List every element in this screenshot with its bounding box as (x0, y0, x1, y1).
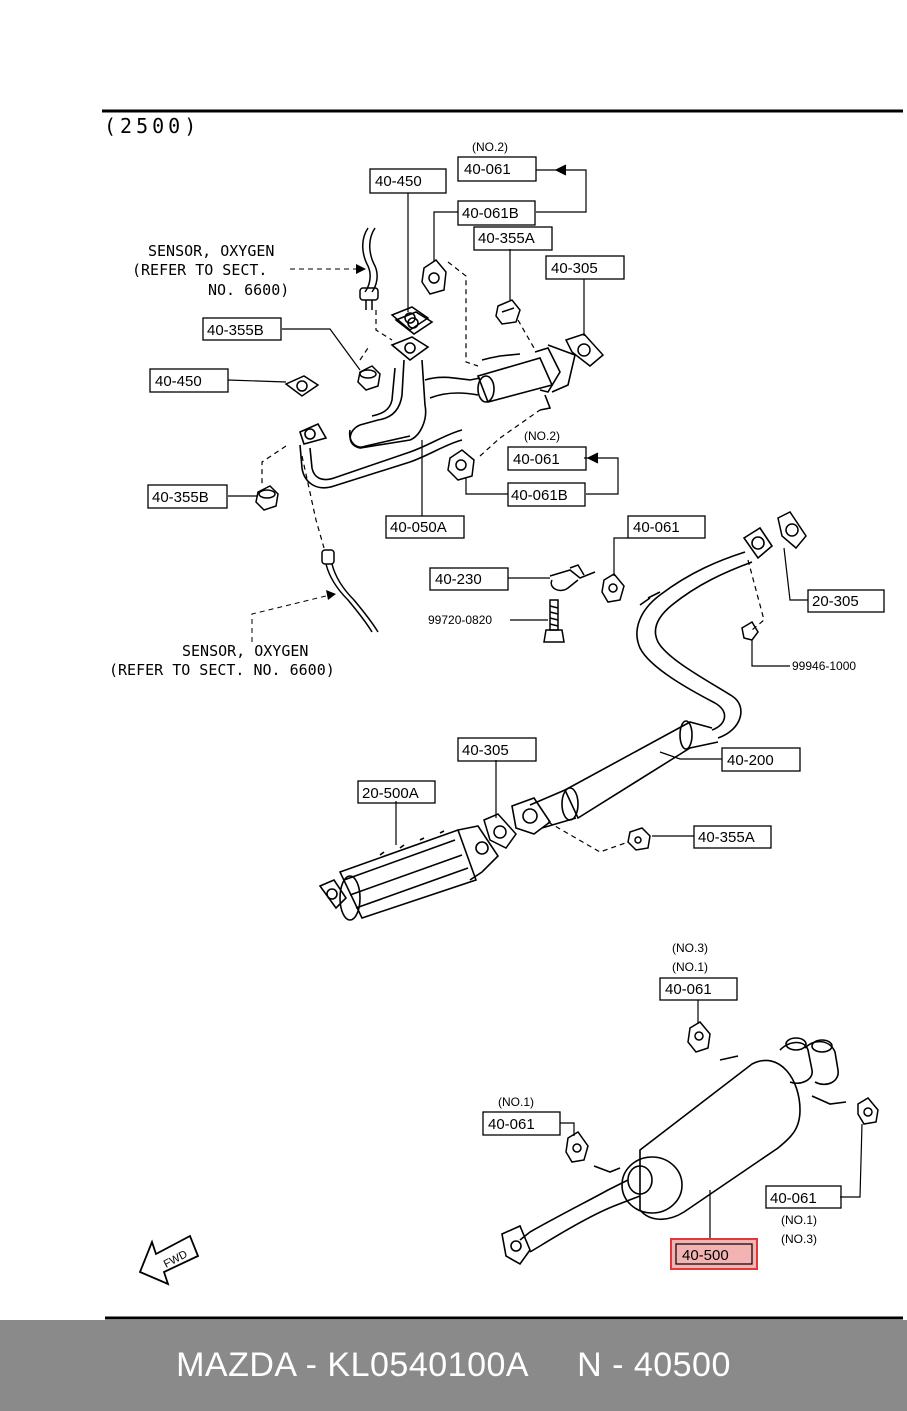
label-40-061B-b: 40-061B (511, 487, 568, 504)
oxygen-sensor-upper (359, 227, 379, 310)
label-40-061-d: 40-061 (665, 981, 712, 998)
oxygen-sensor-lower (321, 549, 379, 633)
label-40-230: 40-230 (435, 571, 482, 588)
label-no1-c: (NO.1) (672, 960, 708, 974)
sensor-note-upper-line2: (REFER TO SECT. (132, 261, 267, 279)
label-40-355B-a: 40-355B (207, 322, 264, 339)
label-no2-b: (NO.2) (524, 429, 560, 443)
label-no2-a: (NO.2) (472, 140, 508, 154)
rubber-hanger-40-061B-lower (447, 449, 475, 481)
label-40-305-b: 40-305 (462, 742, 509, 759)
gasket-40-450-upper (390, 306, 430, 331)
label-40-355A-a: 40-355A (478, 230, 535, 247)
label-no1-d: (NO.1) (498, 1095, 534, 1109)
rubber-hanger-40-061-no3-top (687, 1021, 711, 1053)
label-40-500-highlighted: 40-500 (682, 1247, 729, 1264)
front-pipe-assembly (299, 311, 576, 489)
middle-pipe-40-200 (511, 526, 774, 835)
footer-reference-number: N - 40500 (577, 1346, 731, 1384)
catalytic-converter (318, 825, 500, 921)
sensor-note-lower-line1: SENSOR, OXYGEN (182, 642, 308, 660)
rubber-hanger-40-061-middle (601, 573, 625, 603)
rubber-hanger-40-061-no1-left (565, 1131, 589, 1163)
nut-40-355B-lower (255, 485, 279, 511)
rubber-hanger-40-061-no1-right (857, 1097, 879, 1125)
label-40-061-a: 40-061 (464, 161, 511, 178)
sensor-note-lower: SENSOR, OXYGEN (REFER TO SECT. NO. 6600) (109, 642, 335, 679)
bolt-99720-0820 (543, 599, 565, 643)
sensor-note-upper: SENSOR, OXYGEN (REFER TO SECT. NO. 6600) (132, 242, 289, 299)
main-muffler (501, 1037, 847, 1266)
label-no3-f: (NO.3) (781, 1232, 817, 1246)
label-40-061-e: 40-061 (488, 1116, 535, 1133)
label-40-305-a: 40-305 (551, 260, 598, 277)
part-label-boxes (147, 156, 885, 1209)
nut-40-355A-lower (627, 827, 651, 851)
forward-arrow-icon (138, 1234, 200, 1286)
nut-40-355A-upper (495, 299, 521, 325)
label-40-061B-a: 40-061B (462, 205, 519, 222)
gasket-20-305 (777, 511, 807, 550)
bracket-40-230 (549, 564, 596, 592)
gasket-40-450-left (284, 375, 320, 397)
sensor-note-lower-line2: (REFER TO SECT. NO. 6600) (109, 661, 335, 679)
label-40-200: 40-200 (727, 752, 774, 769)
footer-brand-part-number: MAZDA - KL0540100A (176, 1346, 530, 1384)
section-code: (2500) (104, 114, 200, 138)
dashed-routing-lines (261, 261, 765, 853)
label-40-355A-b: 40-355A (698, 829, 755, 846)
label-99720-0820: 99720-0820 (428, 613, 492, 627)
label-40-450-b: 40-450 (155, 373, 202, 390)
label-no3-c: (NO.3) (672, 941, 708, 955)
label-40-050A: 40-050A (390, 519, 447, 536)
label-40-450-a: 40-450 (375, 173, 422, 190)
leader-lines (227, 164, 863, 1238)
part-label-texts: (NO.2) 40-061 40-450 40-061B 40-355A 40-… (152, 140, 859, 1264)
label-40-061-c: 40-061 (633, 519, 680, 536)
part-number-footer: MAZDA - KL0540100A N - 40500 (0, 1320, 907, 1411)
nut-40-355B-upper (357, 365, 381, 391)
label-20-500A: 20-500A (362, 785, 419, 802)
label-40-355B-b: 40-355B (152, 489, 209, 506)
label-no1-f: (NO.1) (781, 1213, 817, 1227)
rubber-hanger-40-061B-upper (421, 259, 447, 295)
sensor-note-upper-line1: SENSOR, OXYGEN (148, 242, 274, 260)
exhaust-parts-diagram: (2500) SENSOR, OXYGEN (REFER TO SECT. NO… (102, 109, 903, 1320)
gasket-40-305-upper (564, 333, 605, 367)
label-20-305: 20-305 (812, 593, 859, 610)
label-40-061-b: 40-061 (513, 451, 560, 468)
clip-99946-1000 (741, 620, 759, 641)
label-40-061-f: 40-061 (770, 1190, 817, 1207)
label-99946-1000: 99946-1000 (792, 659, 856, 673)
sensor-note-upper-line3: NO. 6600) (208, 281, 289, 299)
